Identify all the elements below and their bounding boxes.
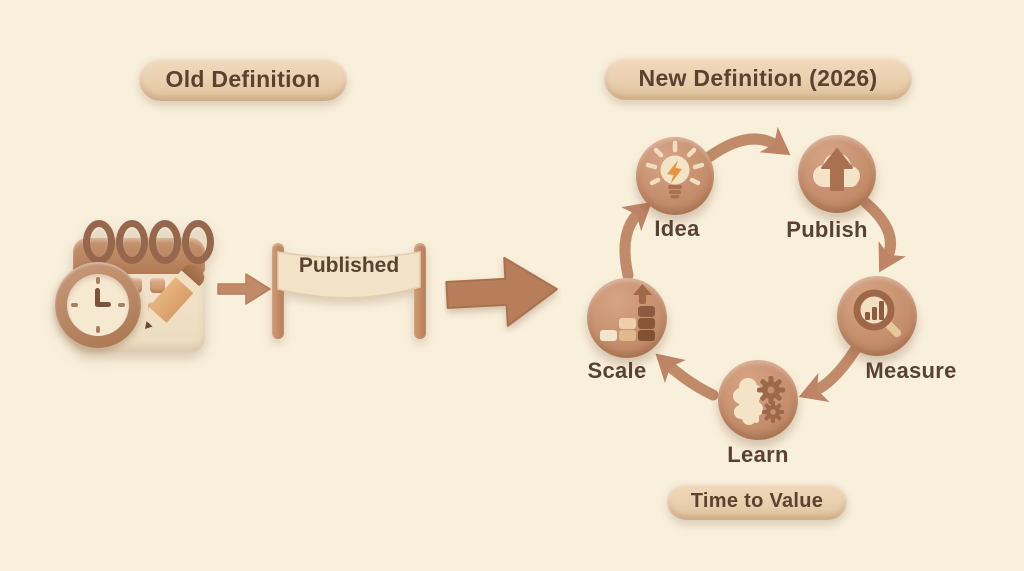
bulb-base — [668, 185, 682, 199]
clock-hour-hand — [95, 302, 111, 307]
clock-tick — [96, 277, 100, 284]
bar-chart-bars — [865, 301, 884, 320]
cycle-arrow-idea-to-publish — [703, 126, 791, 163]
spiral-ring-icon — [83, 220, 115, 264]
spiral-ring-icon — [149, 220, 181, 264]
lightbulb-icon — [645, 140, 705, 199]
scale-label: Scale — [587, 358, 647, 383]
old-definition-badge: Old Definition — [139, 57, 347, 101]
measure-node — [837, 276, 917, 356]
upload-arrow — [821, 148, 853, 191]
idea-label: Idea — [654, 216, 700, 241]
clock-tick — [118, 303, 125, 307]
stacked-blocks — [600, 306, 655, 341]
new-definition-badge: New Definition (2026) — [604, 56, 912, 100]
cycle-arrow-scale-to-idea — [619, 201, 652, 281]
calendar-clock-pencil-icon — [55, 220, 214, 362]
cloud-upload-icon — [813, 148, 860, 191]
time-to-value-badge: Time to Value — [667, 482, 847, 520]
measure-label: Measure — [865, 358, 957, 383]
published-sign: Published — [270, 240, 428, 342]
clock-icon — [55, 262, 141, 348]
cycle-arrow-measure-to-learn — [798, 344, 861, 403]
publish-label: Publish — [786, 217, 868, 242]
brain-gears-icon — [733, 376, 785, 425]
spiral-ring-icon — [182, 220, 214, 264]
idea-node — [636, 137, 714, 215]
learn-node — [718, 360, 798, 440]
growth-up-arrow — [633, 284, 652, 304]
cycle-arrow-learn-to-scale — [655, 353, 719, 401]
clock-minute-hand — [95, 288, 100, 307]
clock-tick — [96, 326, 100, 333]
gear-icon-large — [757, 376, 785, 404]
calendar-day-dot — [150, 278, 165, 293]
sign-banner — [277, 251, 421, 299]
lightning-bolt — [667, 160, 682, 184]
lightbulb-rays — [645, 140, 705, 186]
big-right-arrow-icon — [445, 256, 558, 327]
scale-node — [587, 278, 667, 358]
gear-icon-small — [762, 401, 784, 423]
brain-half — [733, 378, 763, 425]
right-arrow-icon — [217, 273, 271, 305]
learn-label: Learn — [727, 442, 789, 467]
clock-tick — [71, 303, 78, 307]
growth-blocks-icon — [600, 284, 655, 341]
published-label: Published — [298, 254, 400, 277]
spiral-ring-icon — [116, 220, 148, 264]
magnifier-chart-icon — [853, 289, 901, 337]
publish-node — [798, 135, 876, 213]
